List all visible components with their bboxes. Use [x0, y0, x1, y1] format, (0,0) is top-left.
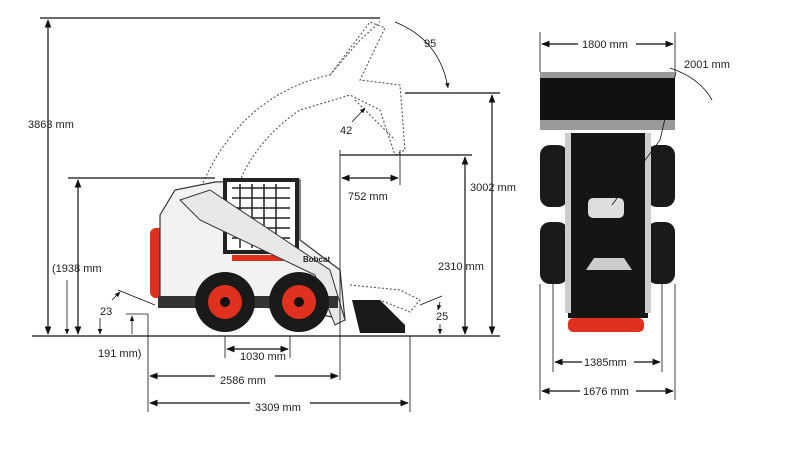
front-wheel — [269, 272, 329, 332]
rollback-angle-label: 42 — [340, 125, 352, 137]
ground-clearance-label: 191 mm) — [98, 348, 141, 360]
dump-height-label: 2310 mm — [438, 261, 484, 273]
overall-width-label: 1676 mm — [583, 386, 629, 398]
hinge-pin-height-label: 3002 mm — [470, 182, 516, 194]
overall-height-label: 3863 mm — [28, 119, 74, 131]
tread-width-label: 1385mm — [584, 357, 627, 369]
departure-angle-label: 23 — [100, 306, 112, 318]
dump-reach-label: 752 mm — [348, 191, 388, 203]
skid-steer-side: Bobcat — [150, 178, 421, 333]
bobcat-logo: Bobcat — [303, 255, 330, 264]
wheelbase-label: 1030 mm — [240, 351, 286, 363]
top-tires — [540, 145, 675, 284]
rear-counterweight — [568, 318, 644, 332]
dump-angle-label: 95 — [424, 38, 436, 50]
turning-radius-label: 2001 mm — [684, 59, 730, 71]
machine-body-top — [568, 133, 648, 318]
top-view: 1800 mm 2001 mm 1385mm 1676 mm — [539, 32, 730, 400]
raised-lift-arm-outline — [199, 21, 406, 196]
side-view: Bobcat 3863 mm 95 42 3002 mm — [28, 17, 516, 414]
bucket-top — [540, 72, 675, 122]
length-with-bucket-label: 3309 mm — [255, 402, 301, 414]
bucket-width-label: 1800 mm — [582, 39, 628, 51]
length-without-bucket-label: 2586 mm — [220, 375, 266, 387]
rear-wheel — [195, 272, 255, 332]
bucket — [352, 300, 405, 333]
cab-height-label: (1938 mm — [52, 263, 102, 275]
bucket-angle-label: 25 — [436, 311, 448, 323]
